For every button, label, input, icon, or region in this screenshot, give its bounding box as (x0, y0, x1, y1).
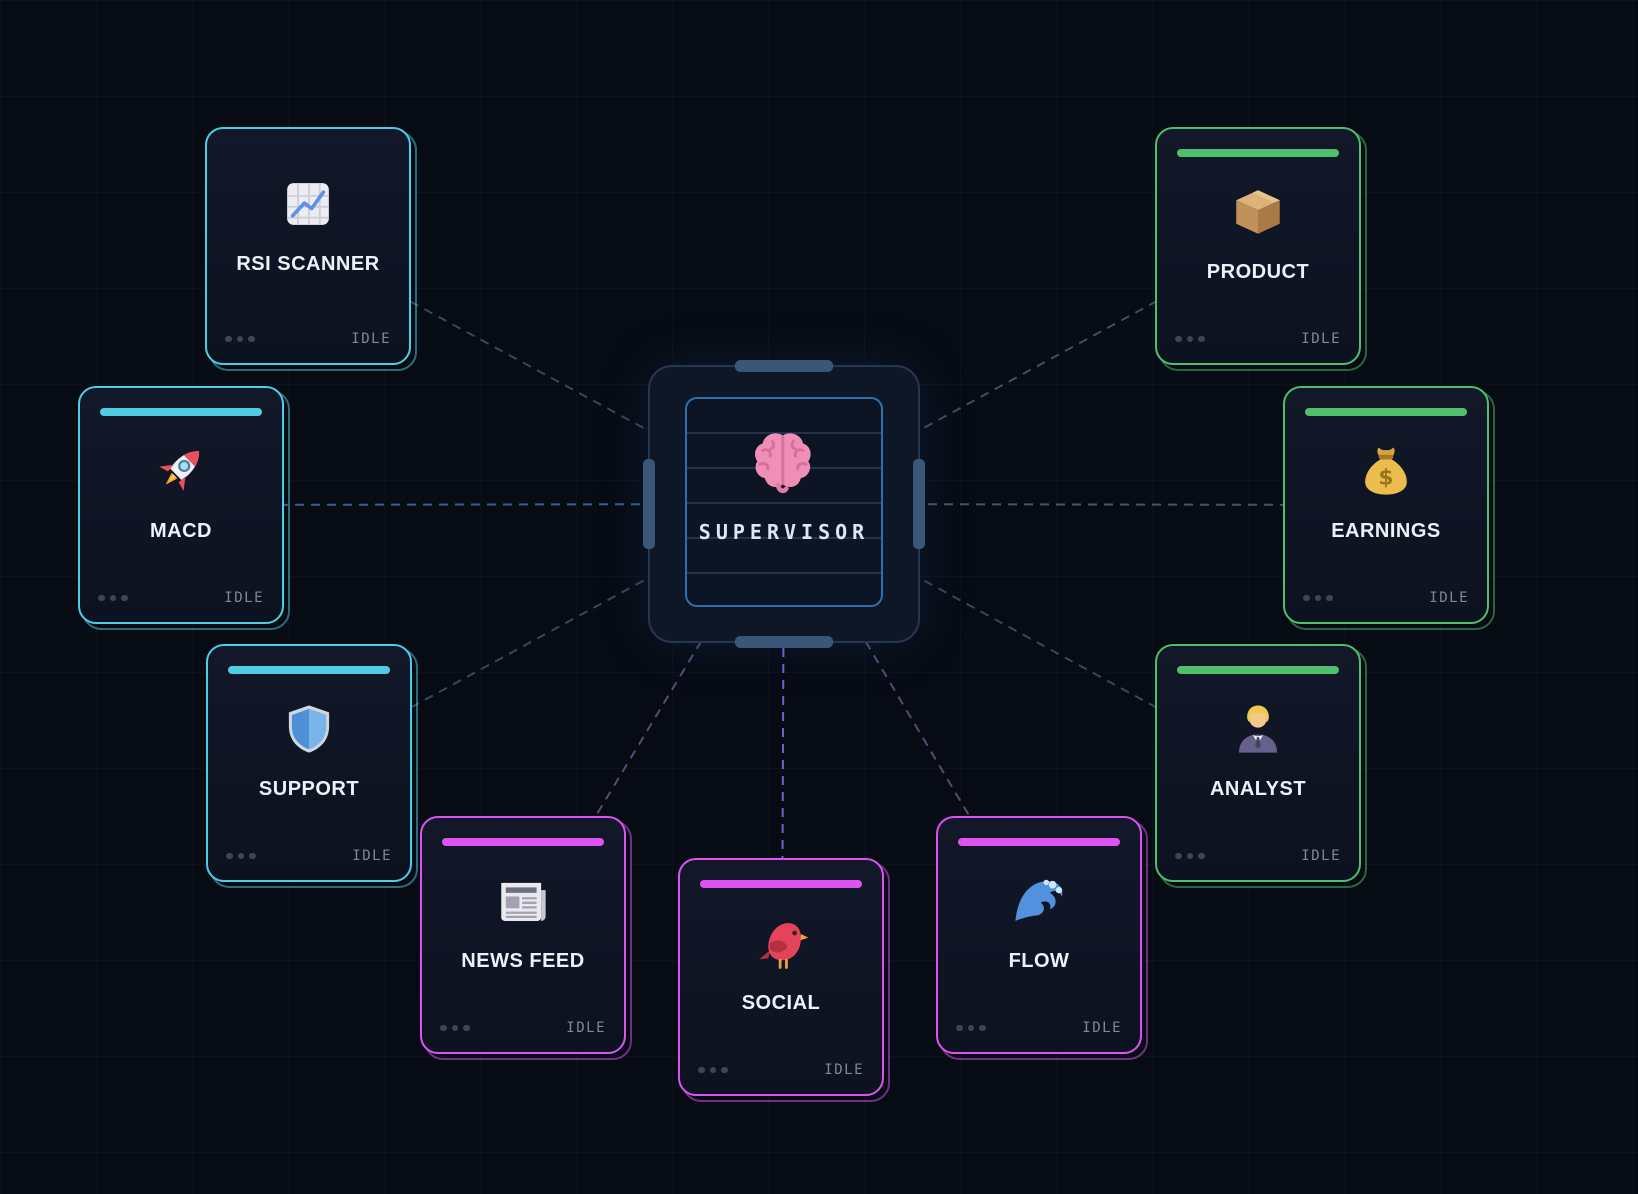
status-dots (225, 335, 255, 343)
agent-card-flow[interactable]: FLOW IDLE (936, 816, 1142, 1054)
bird-icon (698, 910, 864, 976)
agent-card-rsi-scanner[interactable]: RSI SCANNER IDLE (205, 127, 411, 365)
agent-status: IDLE (351, 331, 391, 347)
agent-card-news-feed[interactable]: NEWS FEED IDLE (420, 816, 626, 1054)
agent-card-product[interactable]: PRODUCT IDLE (1155, 127, 1361, 365)
agent-label: MACD (150, 520, 212, 542)
agent-card-earnings[interactable]: $ EARNINGS IDLE (1283, 386, 1489, 624)
card-footer: IDLE (225, 331, 391, 347)
money-bag-icon: $ (1303, 438, 1469, 504)
card-footer: IDLE (1303, 590, 1469, 606)
card-footer: IDLE (440, 1020, 606, 1036)
office-worker-icon (1175, 696, 1341, 762)
card-accent-bar (700, 880, 862, 888)
card-footer: IDLE (98, 590, 264, 606)
status-dots (440, 1024, 470, 1032)
wave-icon (956, 868, 1122, 934)
card-footer: IDLE (698, 1062, 864, 1078)
status-dots (1303, 594, 1333, 602)
card-footer: IDLE (226, 848, 392, 864)
connector-bottom (735, 636, 833, 648)
supervisor-screen: SUPERVISOR (685, 397, 883, 607)
agent-label: RSI SCANNER (236, 253, 380, 275)
status-dots (698, 1066, 728, 1074)
agent-status: IDLE (1429, 590, 1469, 606)
card-footer: IDLE (956, 1020, 1122, 1036)
status-dots (1175, 852, 1205, 860)
agent-label: ANALYST (1209, 778, 1307, 800)
card-accent-bar (1177, 666, 1339, 674)
agent-card-social[interactable]: SOCIAL IDLE (678, 858, 884, 1096)
card-accent-bar (1305, 408, 1467, 416)
agent-card-support[interactable]: SUPPORT IDLE (206, 644, 412, 882)
shield-icon (226, 696, 392, 762)
status-dots (226, 852, 256, 860)
agent-label: SUPPORT (258, 778, 360, 800)
agent-status: IDLE (1301, 848, 1341, 864)
agent-card-analyst[interactable]: ANALYST IDLE (1155, 644, 1361, 882)
agent-label: EARNINGS (1331, 520, 1441, 542)
agent-status: IDLE (566, 1020, 606, 1036)
connector-left (643, 459, 655, 549)
status-dots (1175, 335, 1205, 343)
supervisor-node[interactable]: SUPERVISOR (643, 360, 925, 648)
chart-increasing-icon (225, 171, 391, 237)
agent-status: IDLE (1301, 331, 1341, 347)
agent-label: PRODUCT (1206, 261, 1310, 283)
agent-status: IDLE (1082, 1020, 1122, 1036)
card-footer: IDLE (1175, 331, 1341, 347)
card-accent-bar (1177, 149, 1339, 157)
newspaper-icon (440, 868, 606, 934)
agent-status: IDLE (352, 848, 392, 864)
brain-icon (747, 425, 821, 504)
agent-status: IDLE (224, 590, 264, 606)
status-dots (98, 594, 128, 602)
connector-top (735, 360, 833, 372)
status-dots (956, 1024, 986, 1032)
connector-right (913, 459, 925, 549)
card-accent-bar (442, 838, 604, 846)
supervisor-label: SUPERVISOR (698, 520, 870, 544)
agent-label: FLOW (1008, 950, 1070, 972)
agent-status: IDLE (824, 1062, 864, 1078)
agent-label: NEWS FEED (461, 950, 585, 972)
agent-label: SOCIAL (741, 992, 821, 1014)
svg-text:$: $ (1378, 466, 1393, 491)
agent-card-macd[interactable]: MACD IDLE (78, 386, 284, 624)
card-accent-bar (228, 666, 390, 674)
card-accent-bar (100, 408, 262, 416)
package-icon (1175, 179, 1341, 245)
rocket-icon (98, 438, 264, 504)
card-footer: IDLE (1175, 848, 1341, 864)
card-accent-bar (958, 838, 1120, 846)
